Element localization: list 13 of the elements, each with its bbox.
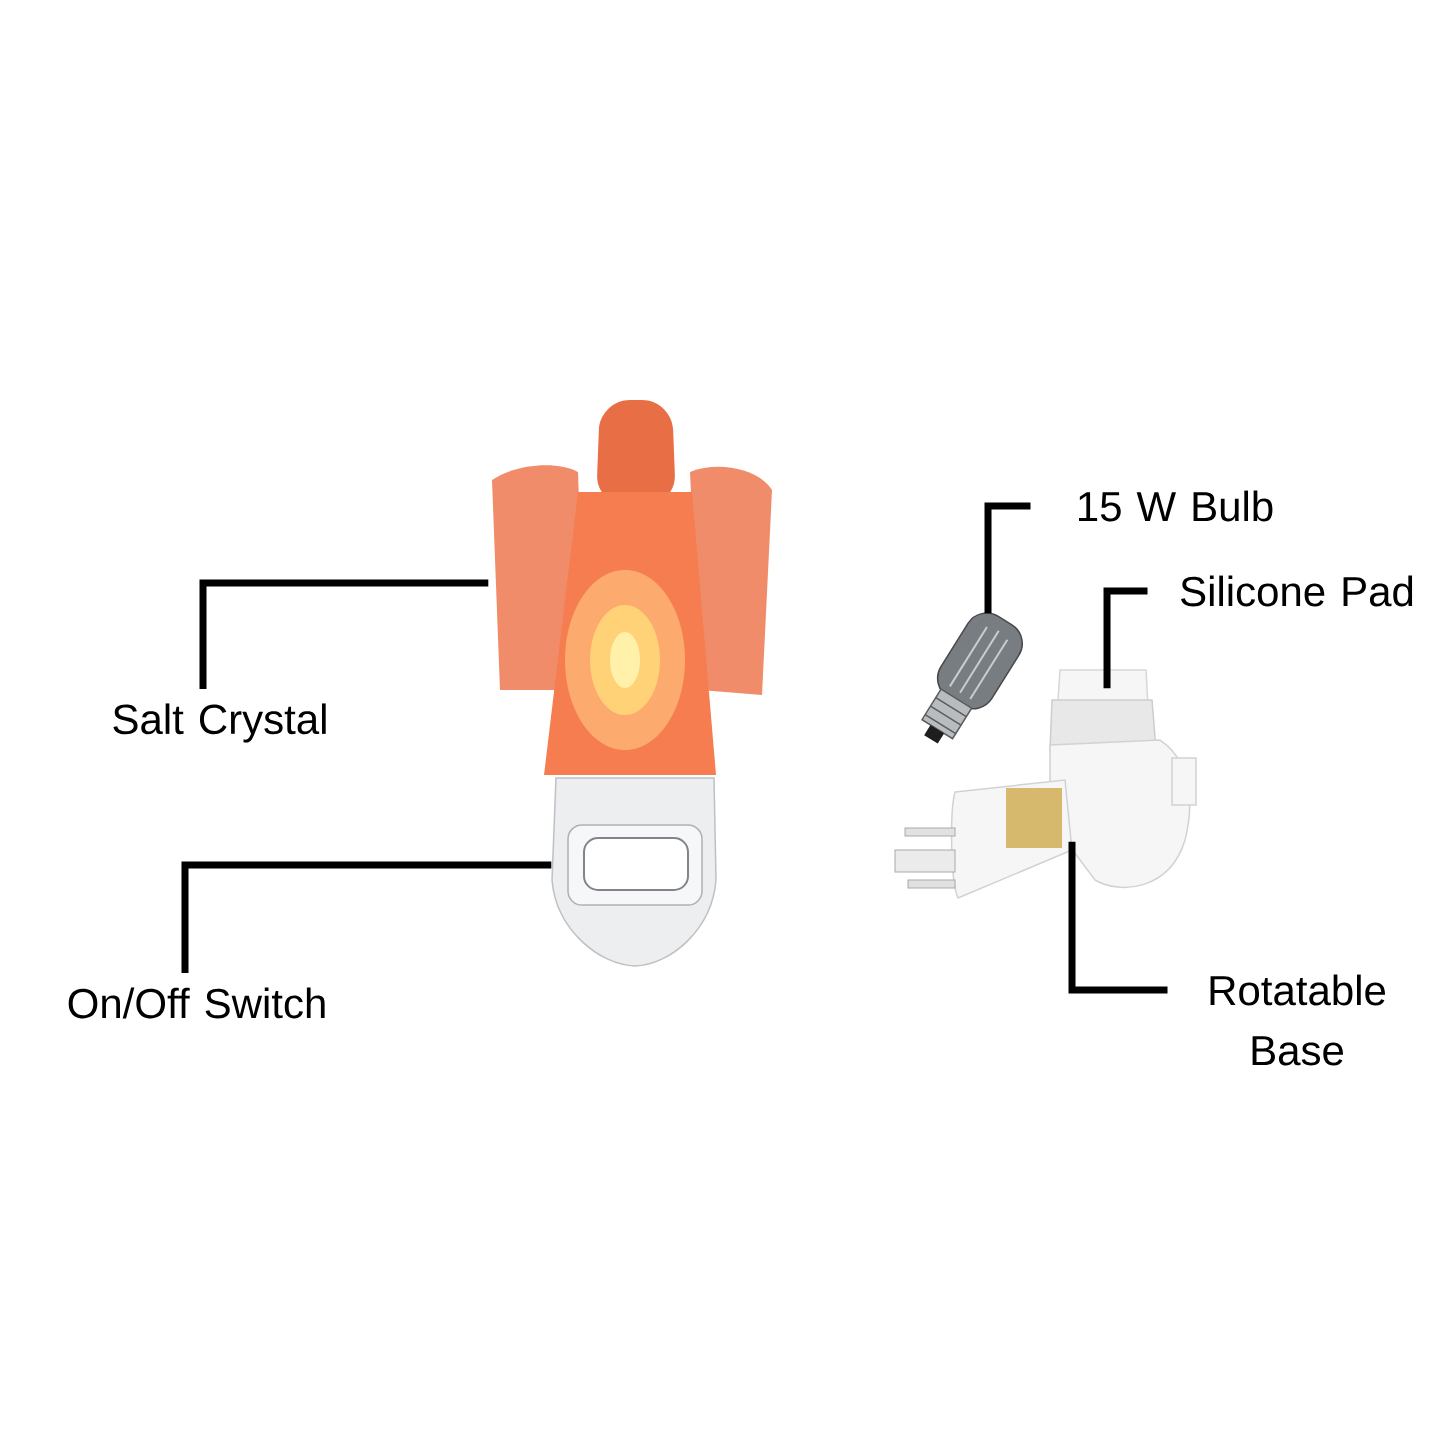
part-label: Silicone Pad — [1181, 575, 1413, 607]
part-label: On/Off Switch — [68, 987, 325, 1019]
leader-line — [1068, 841, 1168, 994]
leader-line — [199, 579, 489, 689]
salt-crystal-drawing — [492, 400, 772, 775]
switch-drawing — [551, 777, 717, 967]
leader-line — [181, 861, 552, 974]
leader-line — [984, 502, 1031, 614]
part-label: Salt Crystal — [113, 703, 326, 743]
plug-base-drawing — [894, 739, 1197, 899]
part-label: Rotatable Base — [1210, 974, 1385, 1066]
part-label: 15 W Bulb — [1079, 490, 1273, 522]
leader-line — [1103, 587, 1148, 689]
